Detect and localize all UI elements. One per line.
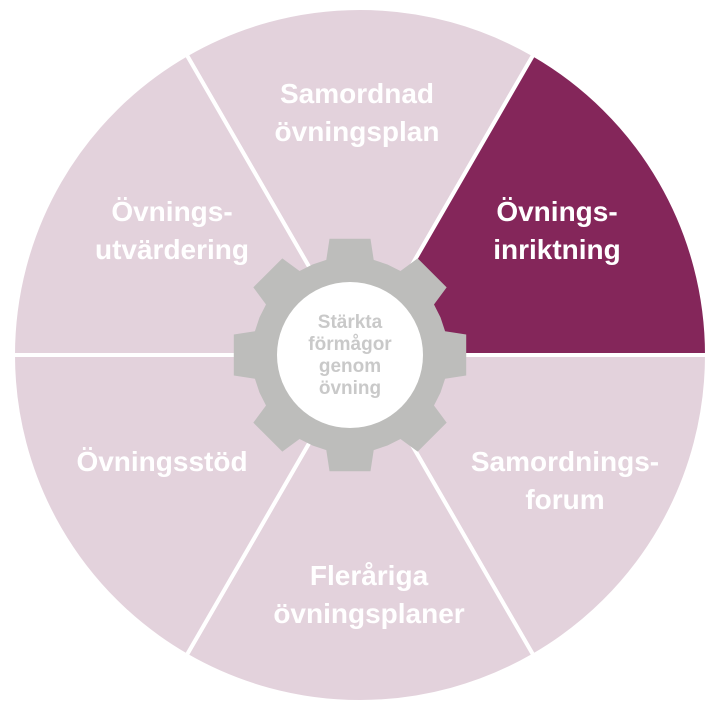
segment-label-line: Fleråriga (310, 560, 429, 591)
center-label-line: Stärkta (318, 312, 383, 333)
segment-label-upper-left: Övnings-utvärdering (95, 196, 249, 265)
segment-label-line: forum (525, 484, 604, 515)
segment-upper-right (358, 52, 709, 357)
segment-label-line: Övnings- (111, 196, 232, 227)
center-label-line: förmågor (308, 334, 392, 355)
segment-label-top: Samordnad övningsplan (275, 78, 440, 147)
segment-top (184, 6, 536, 357)
segment-label-bottom: Fleråriga övningsplaner (273, 560, 464, 629)
segment-label-line: Samordnad (280, 78, 434, 109)
segment-label-line: övningsplan (275, 116, 440, 147)
segment-bottom (184, 353, 536, 704)
gear-icon (233, 238, 467, 472)
segment-label-line: Samordnings- (471, 446, 659, 477)
segment-label-line: övningsplaner (273, 598, 464, 629)
segment-label-line: Övnings- (496, 196, 617, 227)
segment-label-upper-right: Övnings-inriktning (493, 196, 621, 265)
center-label-line: genom (319, 356, 381, 377)
segment-label-line: utvärdering (95, 234, 249, 265)
segment-label-lower-left: Övningsstöd (76, 446, 247, 477)
center-label-line: övning (319, 378, 381, 399)
segment-lower-right (358, 353, 709, 658)
segment-label-lower-right: Samordnings-forum (471, 446, 659, 515)
segment-label-line: Övningsstöd (76, 446, 247, 477)
segment-label-line: inriktning (493, 234, 621, 265)
wheel-segments (11, 6, 709, 704)
gear-center-hole (277, 282, 423, 428)
